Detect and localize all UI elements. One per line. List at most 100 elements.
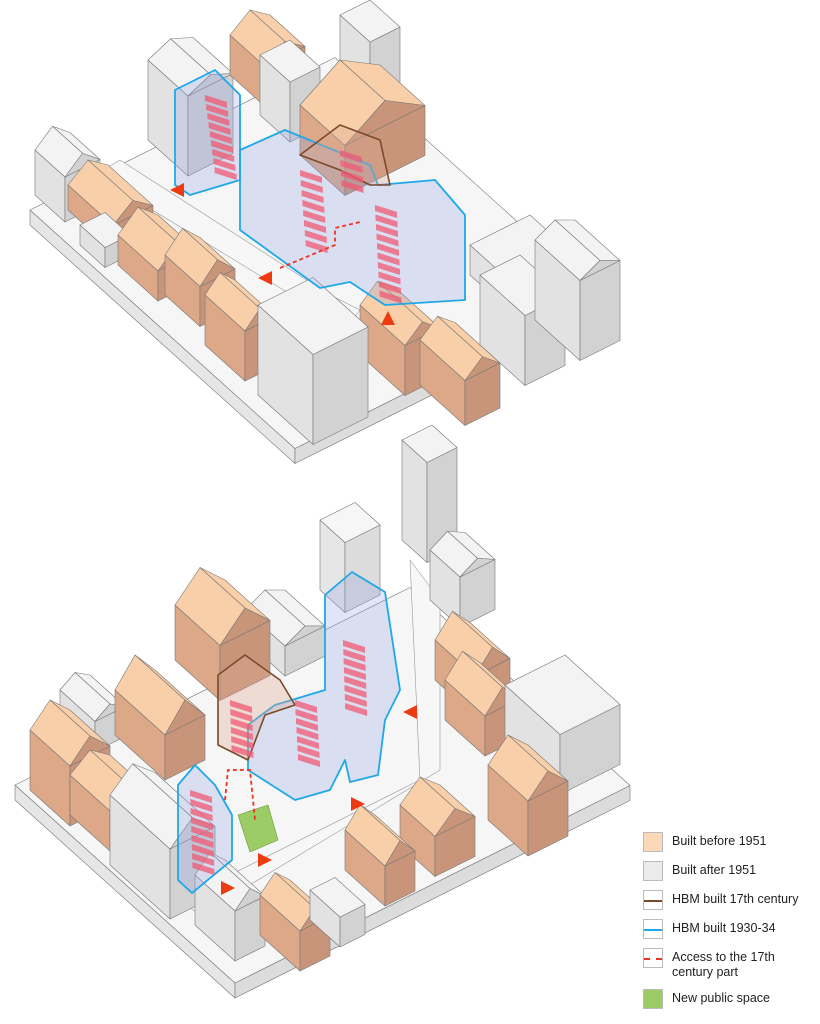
access-path-line xyxy=(224,769,256,821)
stair-flight xyxy=(190,790,212,803)
stair-flight xyxy=(192,853,215,866)
legend-item-access: Access to the 17th century part xyxy=(643,948,818,980)
stair-flight xyxy=(303,210,326,223)
building-before-1951 xyxy=(174,567,271,701)
stair-flight xyxy=(230,718,253,731)
entrance-arrow-icon xyxy=(170,183,184,197)
legend-label: HBM built 17th century xyxy=(672,892,799,906)
legend-item-public-space: New public space xyxy=(643,989,818,1009)
stair-flight xyxy=(230,700,252,713)
stair-flight xyxy=(206,104,229,117)
entrance-arrow-icon xyxy=(351,797,365,811)
roof-flat xyxy=(504,654,621,735)
stair-flight xyxy=(376,224,398,237)
stair-flight xyxy=(190,799,213,812)
legend-label: Built before 1951 xyxy=(672,834,767,848)
building-before-1951 xyxy=(399,776,476,877)
stair-flight xyxy=(300,180,323,193)
entrance-arrow-icon xyxy=(403,705,417,719)
stair-flight xyxy=(344,694,367,707)
building-after-1951 xyxy=(504,654,621,795)
stair-flight xyxy=(341,170,363,183)
building-before-1951 xyxy=(487,734,569,857)
new-public-space xyxy=(237,804,279,853)
entrance-arrow-icon xyxy=(258,271,272,285)
roof-gable xyxy=(284,625,326,647)
stair-flight xyxy=(344,676,367,689)
stair-flight xyxy=(304,220,326,233)
stair-flight xyxy=(341,180,364,193)
stair-flight xyxy=(192,862,215,875)
stair-flight xyxy=(301,190,324,203)
entrance-arrow-icon xyxy=(221,881,235,895)
stair-flight xyxy=(345,703,368,716)
stair-flight xyxy=(304,230,327,243)
stair-flight xyxy=(379,281,401,294)
roof-gable xyxy=(459,557,496,578)
roof-gable xyxy=(384,840,416,867)
legend: Built before 1951 Built after 1951 HBM b… xyxy=(643,832,818,1018)
roof-gable xyxy=(579,260,621,281)
stair-flight xyxy=(231,745,254,758)
stair-flight xyxy=(378,271,401,285)
stair-flight xyxy=(295,700,317,713)
stair-flight xyxy=(191,826,214,839)
building-after-1951 xyxy=(319,502,381,613)
stair-flight xyxy=(343,658,366,671)
stair-flight xyxy=(205,95,227,108)
stair-flight xyxy=(190,817,213,830)
stair-flight xyxy=(297,745,320,758)
stair-flight xyxy=(344,685,367,698)
legend-label: New public space xyxy=(672,991,770,1005)
stair-flight xyxy=(230,727,253,740)
stair-flight xyxy=(300,170,322,183)
legend-swatch-brown-line xyxy=(643,890,663,910)
building-before-1951 xyxy=(299,59,426,196)
building-before-1951 xyxy=(419,315,501,426)
legend-swatch-blue-line xyxy=(643,919,663,939)
stair-flight xyxy=(343,640,365,653)
legend-item-hbm-1930: HBM built 1930-34 xyxy=(643,919,818,939)
hbm-1930-volume xyxy=(177,764,233,894)
stair-flight xyxy=(340,150,362,163)
entrance-arrow-icon xyxy=(258,853,272,867)
stair-flight xyxy=(378,262,400,275)
roof-gable xyxy=(219,607,271,646)
stair-flight xyxy=(375,205,397,218)
legend-item-built-before-1951: Built before 1951 xyxy=(643,832,818,852)
access-path-line xyxy=(279,221,361,269)
building-before-1951 xyxy=(114,654,206,781)
legend-swatch-green xyxy=(643,989,663,1009)
stair-flight xyxy=(298,754,320,767)
stair-flight xyxy=(302,200,325,213)
building-before-1951 xyxy=(344,804,416,907)
stair-flight xyxy=(191,835,214,848)
stair-flight xyxy=(343,667,366,680)
roof-flat xyxy=(259,39,321,83)
stair-flight xyxy=(214,167,237,180)
roof-flat xyxy=(339,0,401,43)
roof-flat xyxy=(257,277,369,355)
stair-flight xyxy=(375,214,398,228)
stair-flight xyxy=(191,844,214,857)
entrance-arrow-icon xyxy=(381,311,395,325)
stair-flight xyxy=(207,113,230,126)
stair-flight xyxy=(377,243,399,256)
legend-label: Access to the 17th century part xyxy=(672,950,775,979)
stair-flight xyxy=(213,158,236,171)
roof-gable xyxy=(434,808,476,837)
stair-flight xyxy=(377,252,400,266)
stair-flight xyxy=(211,140,233,153)
stair-flight xyxy=(190,808,213,821)
stair-flight xyxy=(297,736,319,749)
stair-flight xyxy=(340,160,363,173)
legend-item-built-after-1951: Built after 1951 xyxy=(643,861,818,881)
legend-label: Built after 1951 xyxy=(672,863,757,877)
stair-flight xyxy=(376,233,399,247)
stair-flight xyxy=(212,149,235,162)
stair-flight xyxy=(230,709,253,722)
legend-swatch-red-dashed xyxy=(643,948,663,968)
legend-swatch-grey xyxy=(643,861,663,881)
top-axonometric-block xyxy=(29,0,621,464)
